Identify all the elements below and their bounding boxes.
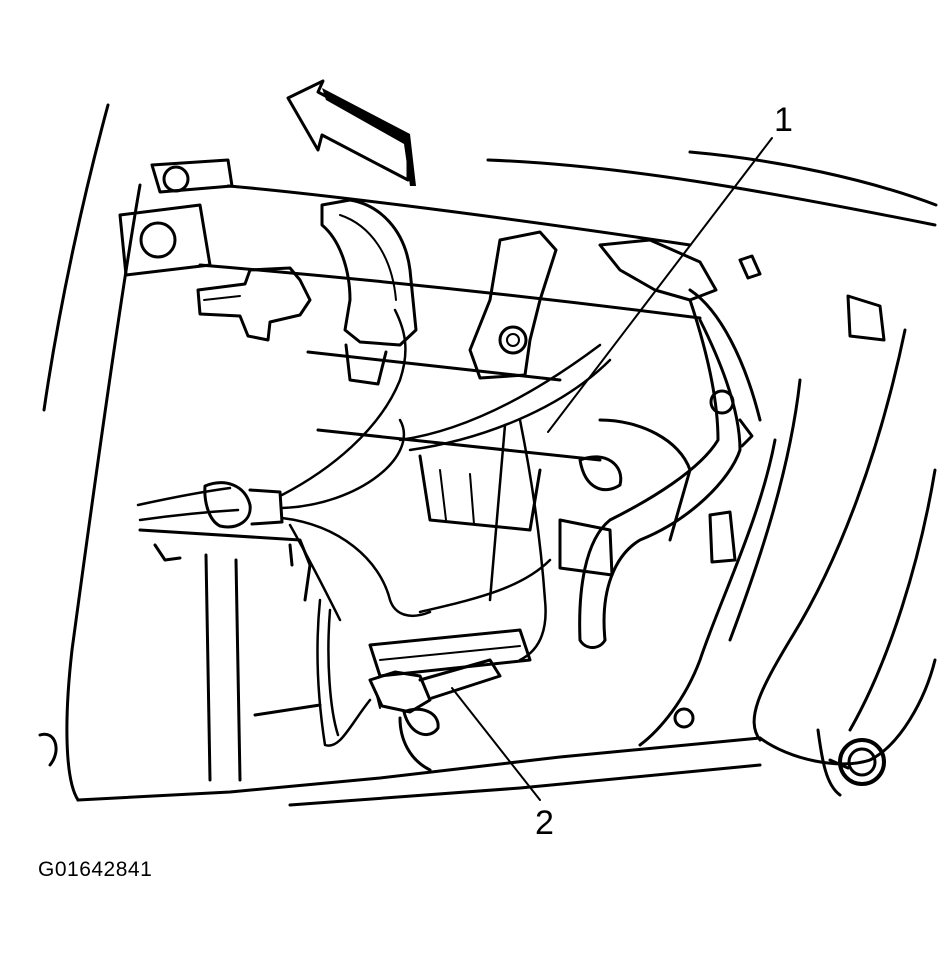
left-connector (196, 266, 312, 342)
callout-leader-2 (451, 687, 541, 801)
coolant-hose (578, 298, 802, 747)
engine-block (306, 350, 737, 678)
figure-id: G01642841 (38, 858, 153, 881)
callout-label-2: 2 (535, 804, 554, 842)
callout-label-1: 1 (774, 101, 793, 139)
wire-harness (136, 308, 612, 747)
callout-leader-1 (547, 137, 773, 433)
right-mount (816, 728, 886, 797)
forward-arrow-icon (286, 79, 416, 186)
center-bracket (468, 230, 558, 380)
sensor-connector (368, 658, 502, 772)
terminal-block (598, 238, 886, 448)
lower-left-box (38, 528, 322, 782)
harness-clamp (320, 198, 418, 386)
body-outline (42, 103, 938, 807)
